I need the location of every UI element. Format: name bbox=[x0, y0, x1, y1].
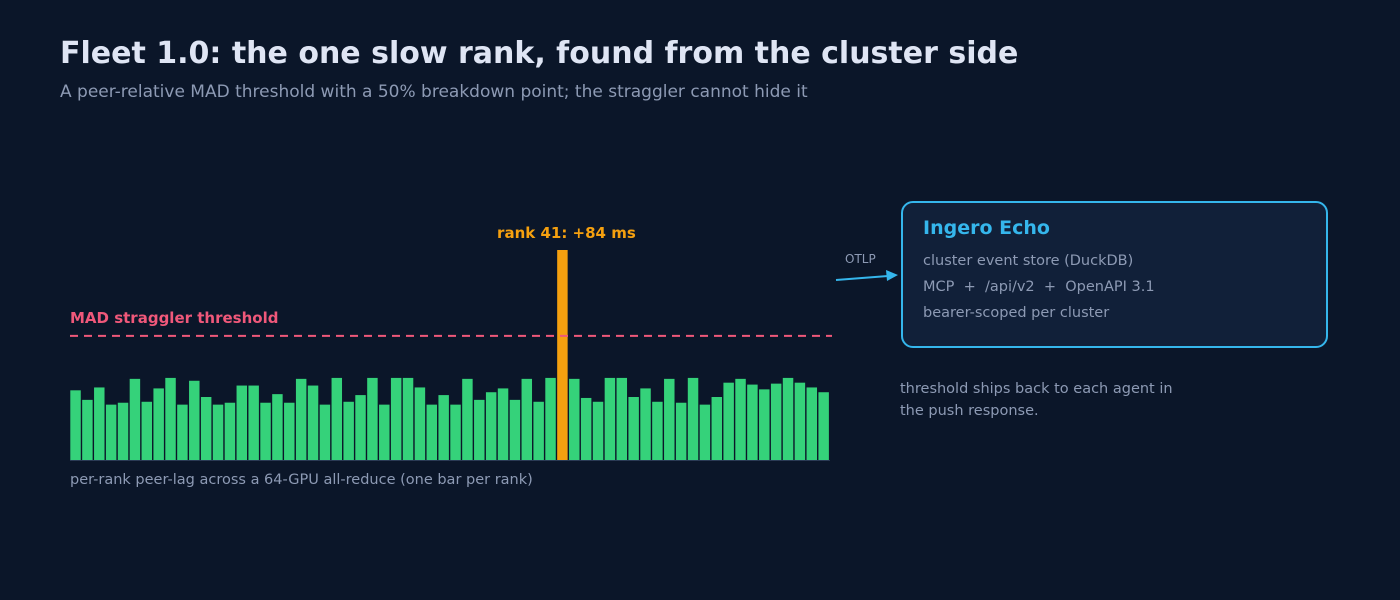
bar-rank-22 bbox=[331, 377, 343, 460]
bar-rank-37 bbox=[509, 399, 521, 460]
bar-rank-46 bbox=[616, 377, 628, 460]
bar-rank-44 bbox=[592, 401, 604, 460]
bar-rank-42 bbox=[569, 378, 580, 460]
otlp-label: OTLP bbox=[845, 252, 876, 266]
bar-rank-29 bbox=[414, 387, 426, 460]
echo-title: Ingero Echo bbox=[923, 217, 1050, 239]
bar-rank-58 bbox=[759, 389, 770, 460]
bar-rank-41-straggler bbox=[557, 250, 568, 460]
bar-rank-38 bbox=[521, 378, 533, 460]
bar-rank-11 bbox=[200, 397, 212, 460]
bar-rank-27 bbox=[390, 377, 402, 460]
bar-rank-14 bbox=[236, 385, 248, 460]
bar-rank-0 bbox=[70, 390, 81, 460]
otlp-arrowhead-icon bbox=[886, 270, 898, 281]
bar-rank-6 bbox=[141, 401, 153, 460]
threshold-note: threshold ships back to each agent in th… bbox=[900, 381, 1173, 419]
bar-rank-59 bbox=[770, 383, 782, 460]
bar-rank-33 bbox=[462, 378, 473, 460]
page-subtitle: A peer-relative MAD threshold with a 50%… bbox=[60, 82, 808, 102]
ingero-echo-card: Ingero Echo cluster event store (DuckDB)… bbox=[901, 201, 1328, 348]
bar-rank-2 bbox=[94, 387, 105, 460]
bar-rank-32 bbox=[450, 404, 461, 460]
bar-rank-51 bbox=[675, 402, 687, 460]
bar-rank-10 bbox=[189, 380, 200, 460]
bar-rank-52 bbox=[687, 377, 699, 460]
echo-line-api: MCP + /api/v2 + OpenAPI 3.1 bbox=[923, 279, 1155, 295]
otlp-connector-line bbox=[835, 275, 889, 281]
bar-rank-12 bbox=[212, 404, 224, 460]
bar-rank-18 bbox=[284, 402, 295, 460]
bar-rank-21 bbox=[319, 404, 331, 460]
bar-rank-62 bbox=[806, 387, 818, 460]
bar-rank-15 bbox=[248, 385, 259, 460]
bar-rank-7 bbox=[153, 388, 164, 460]
bar-rank-13 bbox=[224, 402, 236, 460]
bar-rank-30 bbox=[426, 404, 438, 460]
bar-rank-39 bbox=[533, 401, 544, 460]
bar-rank-24 bbox=[355, 395, 366, 460]
bar-rank-4 bbox=[117, 402, 129, 460]
bar-rank-45 bbox=[604, 377, 616, 460]
bar-rank-17 bbox=[272, 394, 283, 460]
bar-rank-54 bbox=[711, 397, 723, 460]
echo-line-store: cluster event store (DuckDB) bbox=[923, 253, 1134, 269]
bar-rank-53 bbox=[699, 404, 711, 460]
bars-group bbox=[70, 250, 829, 460]
bar-rank-43 bbox=[580, 397, 592, 460]
page-title: Fleet 1.0: the one slow rank, found from… bbox=[60, 36, 1019, 71]
x-axis-label: per-rank peer-lag across a 64-GPU all-re… bbox=[70, 472, 533, 488]
bar-rank-25 bbox=[367, 377, 378, 460]
bar-rank-49 bbox=[652, 401, 663, 460]
bar-rank-47 bbox=[628, 397, 639, 460]
bar-rank-34 bbox=[474, 399, 485, 460]
bar-rank-3 bbox=[105, 404, 117, 460]
bar-rank-63 bbox=[818, 392, 829, 460]
bar-rank-50 bbox=[664, 378, 675, 460]
bar-rank-36 bbox=[497, 388, 509, 460]
bar-rank-26 bbox=[379, 404, 390, 460]
bar-rank-55 bbox=[723, 382, 734, 460]
bar-rank-56 bbox=[735, 378, 746, 460]
highlight-label: rank 41: +84 ms bbox=[497, 224, 636, 242]
bar-rank-35 bbox=[485, 392, 497, 460]
bar-rank-1 bbox=[82, 399, 93, 460]
threshold-label: MAD straggler threshold bbox=[70, 309, 278, 327]
bar-rank-9 bbox=[177, 404, 188, 460]
bar-rank-60 bbox=[782, 377, 794, 460]
bar-rank-20 bbox=[307, 385, 319, 460]
bar-rank-19 bbox=[295, 378, 307, 460]
bar-rank-61 bbox=[794, 382, 806, 460]
bar-rank-28 bbox=[402, 377, 414, 460]
bar-rank-57 bbox=[747, 384, 758, 460]
bar-rank-48 bbox=[640, 388, 651, 460]
echo-line-auth: bearer-scoped per cluster bbox=[923, 305, 1110, 321]
bar-rank-16 bbox=[260, 402, 271, 460]
bar-rank-8 bbox=[165, 377, 176, 460]
bar-rank-5 bbox=[129, 378, 141, 460]
bar-rank-40 bbox=[545, 377, 556, 460]
bar-rank-31 bbox=[438, 395, 449, 460]
bar-rank-23 bbox=[343, 401, 354, 460]
